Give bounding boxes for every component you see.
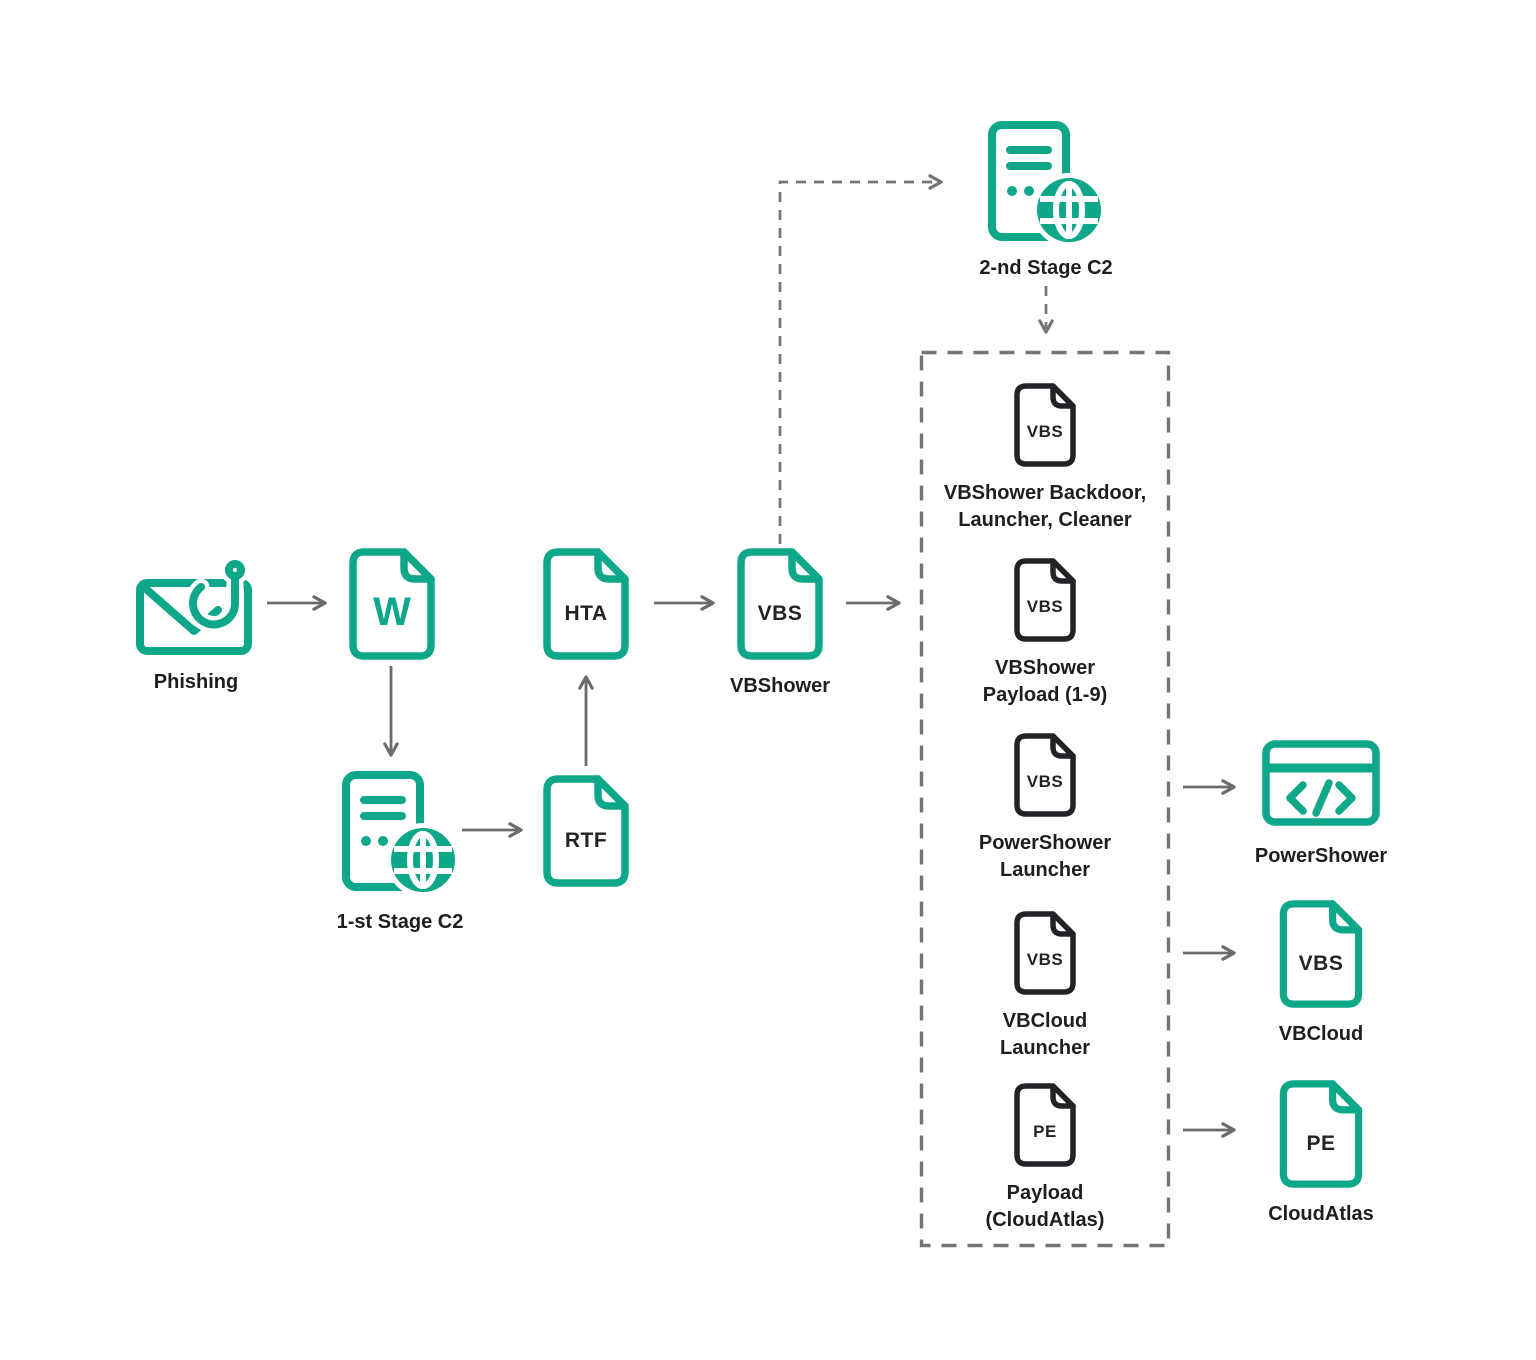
dashed-arrow-vbshower-to-second-c2: [778, 174, 943, 544]
vbs-badge: VBS: [1298, 952, 1344, 975]
powershower-label: PowerShower: [1254, 845, 1388, 867]
vbshower-label: VBShower: [729, 675, 831, 697]
vbshower-badge: VBS: [757, 602, 803, 625]
vbshower-document-icon: VBS: [736, 548, 824, 660]
server-globe-icon: [341, 770, 459, 896]
browser-code-icon: [1262, 740, 1380, 826]
phishing-email-icon: [135, 556, 257, 656]
node-rtf-doc: RTF: [506, 775, 666, 887]
node-hta-doc: HTA: [506, 548, 666, 660]
box-item-vbshower-backdoor: VBS VBShower Backdoor, Launcher, Cleaner: [925, 383, 1165, 534]
vbs-badge: VBS: [1026, 422, 1064, 441]
node-word-doc: W: [312, 548, 472, 660]
pe-file-icon: PE: [1013, 1083, 1077, 1167]
node-vbshower: VBS VBShower: [700, 548, 860, 700]
vbs-badge: VBS: [1026, 772, 1064, 791]
vbs-file-icon: VBS: [1013, 558, 1077, 642]
vbs-badge: VBS: [1026, 597, 1064, 616]
word-document-icon: W: [348, 548, 436, 660]
box-item-vbcloud-launcher: VBS VBCloud Launcher: [925, 911, 1165, 1062]
word-w-glyph: W: [373, 589, 411, 634]
box-item-vbshower-payload: VBS VBShower Payload (1-9): [925, 558, 1165, 709]
box-item-label: VBShower Payload (1-9): [982, 657, 1108, 706]
pe-badge: PE: [1306, 1132, 1336, 1155]
hta-badge: HTA: [564, 602, 608, 625]
box-item-label: PowerShower Launcher: [978, 832, 1112, 881]
box-item-powershower-launcher: VBS PowerShower Launcher: [925, 733, 1165, 884]
first-stage-c2-label: 1-st Stage C2: [336, 911, 464, 933]
pe-badge: PE: [1033, 1122, 1057, 1141]
second-stage-c2-label: 2-nd Stage C2: [979, 257, 1113, 279]
hta-document-icon: HTA: [542, 548, 630, 660]
vbcloud-document-icon: VBS: [1278, 900, 1364, 1008]
box-item-label: VBShower Backdoor, Launcher, Cleaner: [943, 482, 1147, 531]
cloudatlas-label: CloudAtlas: [1268, 1203, 1374, 1225]
vbs-file-icon: VBS: [1013, 383, 1077, 467]
node-first-stage-c2: 1-st Stage C2: [320, 770, 480, 936]
node-phishing: Phishing: [116, 556, 276, 696]
rtf-document-icon: RTF: [542, 775, 630, 887]
vbs-badge: VBS: [1026, 950, 1064, 969]
node-powershower: PowerShower: [1241, 740, 1401, 870]
box-item-label: VBCloud Launcher: [999, 1010, 1091, 1059]
box-item-label: Payload (CloudAtlas): [985, 1182, 1105, 1231]
server-globe-icon: [987, 120, 1105, 246]
vbs-file-icon: VBS: [1013, 911, 1077, 995]
phishing-label: Phishing: [153, 671, 239, 693]
node-cloudatlas: PE CloudAtlas: [1241, 1080, 1401, 1228]
vbs-file-icon: VBS: [1013, 733, 1077, 817]
rtf-badge: RTF: [564, 829, 608, 852]
vbcloud-label: VBCloud: [1278, 1023, 1364, 1045]
node-second-stage-c2: 2-nd Stage C2: [966, 120, 1126, 282]
node-vbcloud: VBS VBCloud: [1241, 900, 1401, 1048]
box-item-payload-cloudatlas: PE Payload (CloudAtlas): [925, 1083, 1165, 1234]
stage2-dashed-box: [919, 350, 1171, 1248]
cloudatlas-document-icon: PE: [1278, 1080, 1364, 1188]
